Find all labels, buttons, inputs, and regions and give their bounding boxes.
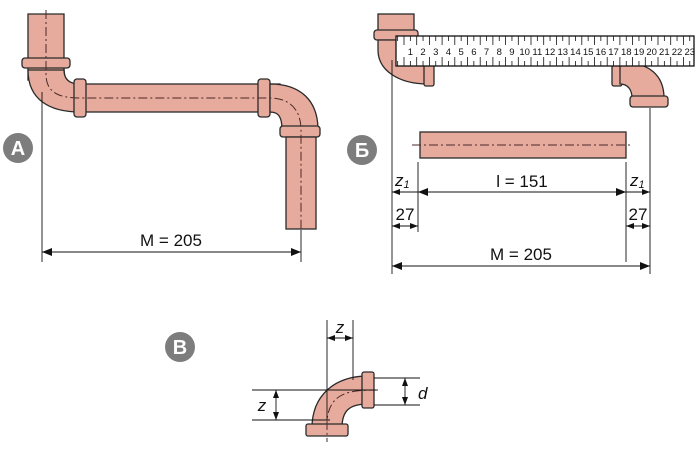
panel-b-arrow: [392, 189, 400, 195]
panel-a-dimension-label: M = 205: [140, 231, 202, 250]
panel-b-arrow: [392, 262, 402, 270]
ruler-number: 11: [532, 47, 542, 58]
ruler-number: 18: [621, 47, 632, 58]
panel-b-right-elbow: [619, 61, 665, 99]
panel-c-z-side-label: z: [257, 396, 267, 415]
ruler-number: 16: [596, 47, 607, 58]
ruler-number: 4: [446, 47, 451, 58]
panel-a-arrow-right: [291, 248, 301, 256]
panel-b-length-label: l = 151: [496, 172, 548, 191]
panel-b-arrow: [392, 223, 400, 229]
panel-b-z1-left-label: z1: [394, 171, 410, 191]
panel-a-arrow-left: [42, 248, 52, 256]
panel-b-arrow: [640, 262, 650, 270]
ruler-number: 5: [459, 47, 464, 58]
panel-b-arrow: [418, 188, 428, 196]
panel-b-arrow: [642, 189, 650, 195]
panel-b-bottom-coupling: [629, 95, 669, 108]
panel-b-badge: [347, 135, 377, 165]
panel-a-elbow: [27, 69, 81, 113]
ruler-number: 13: [557, 47, 568, 58]
panel-b-arrow: [616, 188, 626, 196]
ruler-number: 7: [484, 47, 489, 58]
panel-b-ruler-ticks: [397, 36, 691, 66]
panel-b-total-label: M = 205: [490, 245, 552, 264]
ruler-number: 1: [408, 47, 413, 58]
ruler-number: 3: [433, 47, 438, 58]
panel-a: M = 205 А: [3, 10, 321, 262]
panel-b-arrow: [642, 223, 650, 229]
panel-c-badge-label: В: [173, 337, 187, 359]
panel-a-badge-label: А: [11, 138, 25, 160]
panel-c-badge: [165, 332, 195, 362]
panel-b-badge-label: Б: [355, 140, 369, 162]
ruler-number: 15: [583, 47, 594, 58]
ruler-number: 2: [420, 47, 425, 58]
ruler-number: 19: [634, 47, 645, 58]
ruler-number: 8: [497, 47, 502, 58]
panel-a-badge: [3, 133, 33, 163]
ruler-number: 17: [608, 47, 619, 58]
ruler-number: 20: [646, 47, 657, 58]
panel-c-arrow: [327, 335, 335, 341]
panel-b-arrow: [626, 223, 634, 229]
ruler-number: 10: [519, 47, 530, 58]
panel-b-ruler: [395, 35, 695, 67]
ruler-number: 23: [684, 47, 695, 58]
ruler-number: 12: [545, 47, 556, 58]
ruler-number: 6: [471, 47, 476, 58]
panel-c-arrow: [273, 412, 279, 420]
panel-c-arrow: [273, 390, 279, 398]
panel-a-elbow-coupling: [279, 125, 321, 138]
panel-b-arrow: [410, 223, 418, 229]
panel-a-vertical-drop: [285, 136, 317, 230]
ruler-number: 14: [570, 47, 581, 58]
ruler-number: 9: [509, 47, 514, 58]
panel-c-d-label: d: [418, 384, 428, 403]
panel-c-arrow: [345, 335, 353, 341]
panel-c-arrow: [402, 378, 408, 386]
panel-b-z1-right-label: z1: [629, 171, 645, 191]
panel-b-offset-left-label: 27: [396, 205, 415, 224]
panel-c-z-top-label: z: [335, 318, 345, 337]
ruler-number: 21: [659, 47, 670, 58]
panel-a-center-axis: [45, 10, 302, 232]
panel-c: z z d В: [165, 318, 428, 442]
panel-c-arrow: [402, 397, 408, 405]
ruler-number: 22: [672, 47, 683, 58]
panel-b-offset-right-label: 27: [629, 205, 648, 224]
